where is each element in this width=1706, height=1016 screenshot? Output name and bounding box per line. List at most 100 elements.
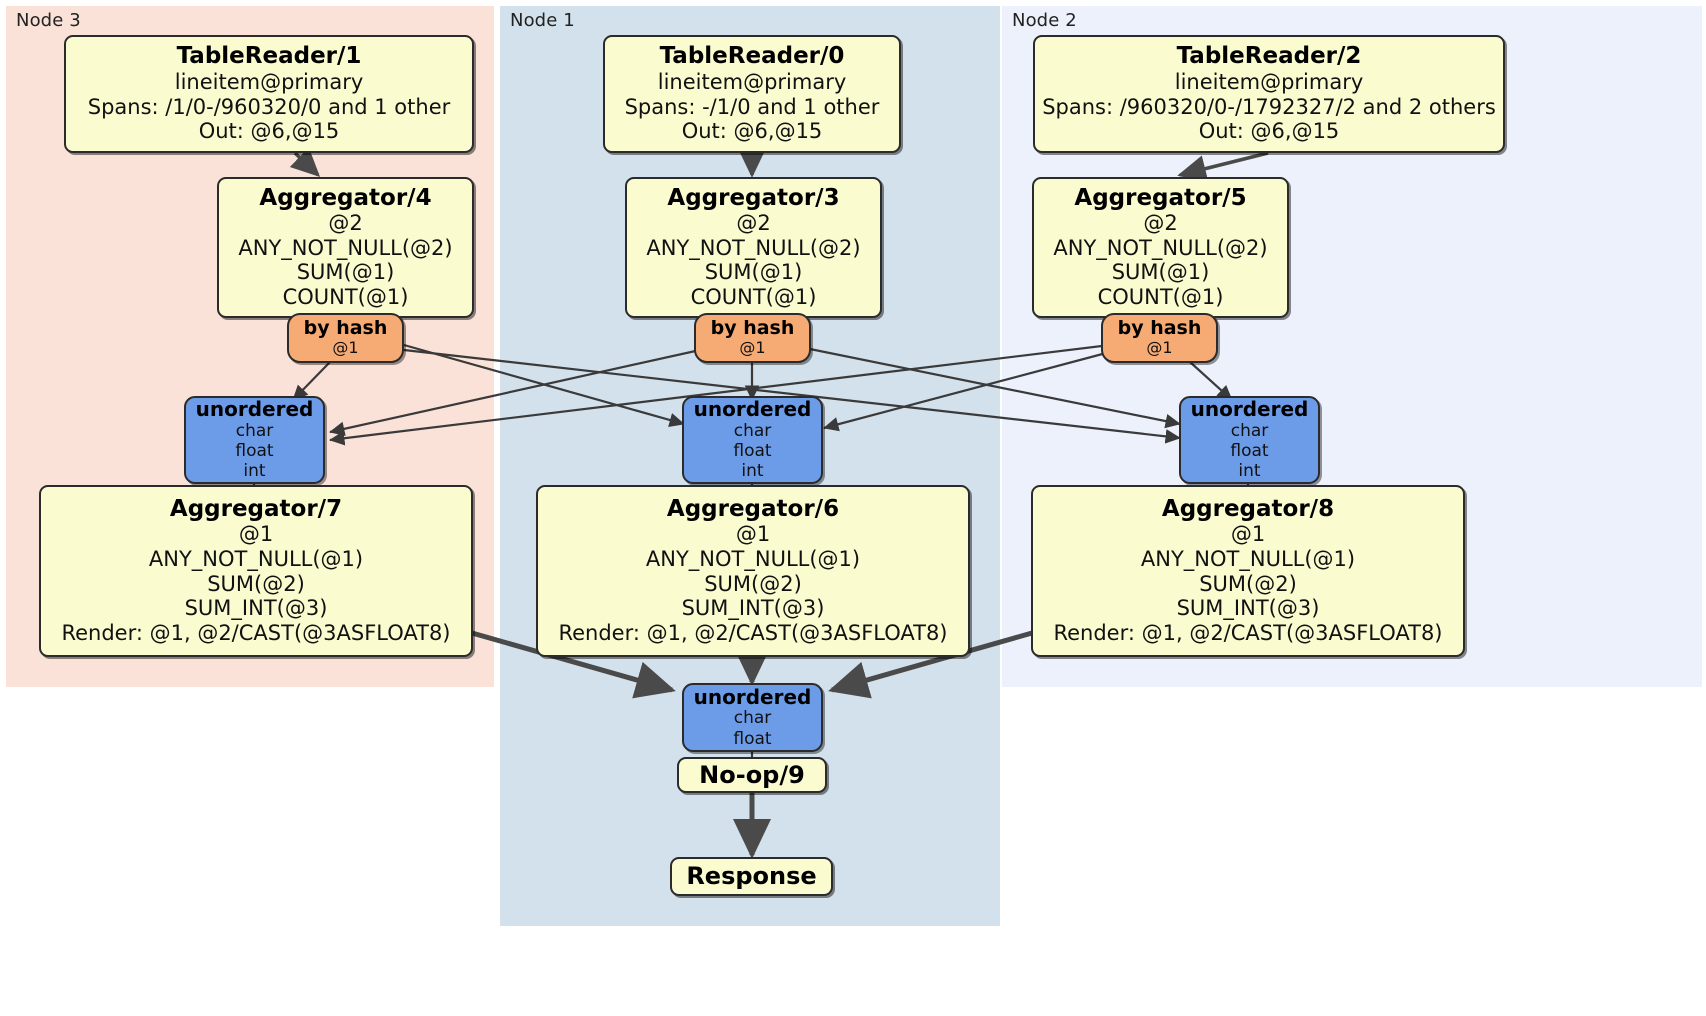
edge-hash-right-to-sync-left: [329, 343, 1111, 446]
table-reader-1-title: TableReader/1: [176, 43, 362, 70]
table-reader-0-table: lineitem@primary: [657, 70, 847, 95]
edge-hash-left-to-sync-right: [403, 348, 1181, 444]
no-op-9[interactable]: No-op/9: [677, 757, 827, 793]
router-by-hash-right[interactable]: by hash @1: [1101, 313, 1218, 363]
synchronizer-unordered-right-type-2: float: [1230, 441, 1269, 461]
router-by-hash-center-title: by hash: [710, 317, 795, 340]
synchronizer-unordered-center-title: unordered: [693, 397, 812, 422]
router-by-hash-left-column: @1: [332, 338, 359, 358]
table-reader-1-spans: Spans: /1/0-/960320/0 and 1 other: [87, 94, 451, 119]
table-reader-2-title: TableReader/2: [1176, 43, 1362, 70]
synchronizer-unordered-right-title: unordered: [1190, 397, 1309, 422]
table-reader-0[interactable]: TableReader/0 lineitem@primary Spans: -/…: [603, 35, 901, 153]
synchronizer-unordered-left[interactable]: unordered char float int: [184, 396, 325, 484]
synchronizer-unordered-final-type-1: char: [733, 708, 772, 729]
edge-agg8-to-final-sync: [828, 630, 1033, 699]
aggregator-4-func-2: SUM(@1): [296, 260, 395, 285]
table-reader-2-out: Out: @6,@15: [1198, 119, 1340, 144]
region-label-node-3: Node 3: [16, 10, 81, 31]
aggregator-5-func-1: ANY_NOT_NULL(@2): [1053, 235, 1268, 260]
edge-hash-center-to-sync-left: [329, 348, 701, 436]
synchronizer-unordered-final-title: unordered: [693, 684, 812, 709]
aggregator-6-func-2: SUM(@2): [704, 571, 802, 596]
table-reader-2[interactable]: TableReader/2 lineitem@primary Spans: /9…: [1033, 35, 1505, 153]
aggregator-8-func-2: SUM(@2): [1199, 571, 1297, 596]
synchronizer-unordered-center[interactable]: unordered char float int: [682, 396, 823, 484]
aggregator-5[interactable]: Aggregator/5 @2 ANY_NOT_NULL(@2) SUM(@1)…: [1032, 177, 1289, 318]
aggregator-7-title: Aggregator/7: [169, 495, 343, 522]
aggregator-8-func-3: SUM_INT(@3): [1176, 596, 1320, 621]
aggregator-7-render: Render: @1, @2/CAST(@3ASFLOAT8): [61, 620, 451, 645]
edge-hash-right-to-sync-right: [1189, 361, 1233, 401]
synchronizer-unordered-center-type-2: float: [733, 441, 772, 461]
synchronizer-unordered-final[interactable]: unordered char float: [682, 683, 823, 752]
aggregator-6-title: Aggregator/6: [666, 495, 840, 522]
synchronizer-unordered-right-type-1: char: [1230, 420, 1269, 441]
aggregator-6[interactable]: Aggregator/6 @1 ANY_NOT_NULL(@1) SUM(@2)…: [536, 485, 970, 657]
aggregator-4-group: @2: [328, 211, 363, 236]
synchronizer-unordered-final-type-2: float: [733, 728, 772, 749]
router-by-hash-right-column: @1: [1146, 338, 1173, 358]
aggregator-8-func-1: ANY_NOT_NULL(@1): [1140, 547, 1356, 572]
aggregator-7[interactable]: Aggregator/7 @1 ANY_NOT_NULL(@1) SUM(@2)…: [39, 485, 473, 657]
aggregator-3-func-1: ANY_NOT_NULL(@2): [646, 235, 861, 260]
aggregator-5-title: Aggregator/5: [1074, 184, 1247, 211]
edge-tr1-agg4: [289, 147, 321, 177]
no-op-9-title: No-op/9: [699, 760, 805, 789]
response-node[interactable]: Response: [670, 857, 833, 896]
router-by-hash-left-title: by hash: [303, 317, 388, 340]
table-reader-2-spans: Spans: /960320/0-/1792327/2 and 2 others: [1042, 94, 1496, 119]
table-reader-2-table: lineitem@primary: [1174, 70, 1364, 95]
table-reader-1-out: Out: @6,@15: [198, 119, 340, 144]
aggregator-8[interactable]: Aggregator/8 @1 ANY_NOT_NULL(@1) SUM(@2)…: [1031, 485, 1465, 657]
aggregator-5-group: @2: [1143, 211, 1178, 236]
aggregator-4-title: Aggregator/4: [259, 184, 432, 211]
edge-agg7-to-final-sync: [471, 630, 676, 699]
synchronizer-unordered-right-type-3: int: [1238, 461, 1261, 482]
table-reader-0-spans: Spans: -/1/0 and 1 other: [624, 94, 880, 119]
aggregator-5-func-2: SUM(@1): [1111, 260, 1210, 285]
aggregator-4[interactable]: Aggregator/4 @2 ANY_NOT_NULL(@2) SUM(@1)…: [217, 177, 474, 318]
aggregator-3-group: @2: [736, 211, 771, 236]
aggregator-6-group: @1: [735, 522, 771, 547]
table-reader-0-title: TableReader/0: [659, 43, 845, 70]
table-reader-1-table: lineitem@primary: [174, 70, 364, 95]
synchronizer-unordered-left-type-1: char: [235, 420, 274, 441]
synchronizer-unordered-left-type-3: int: [243, 461, 266, 482]
synchronizer-unordered-center-type-3: int: [741, 461, 764, 482]
aggregator-3-func-2: SUM(@1): [704, 260, 803, 285]
aggregator-6-func-3: SUM_INT(@3): [681, 596, 825, 621]
aggregator-8-render: Render: @1, @2/CAST(@3ASFLOAT8): [1053, 620, 1443, 645]
synchronizer-unordered-left-title: unordered: [195, 397, 314, 422]
aggregator-3-title: Aggregator/3: [667, 184, 840, 211]
table-reader-1[interactable]: TableReader/1 lineitem@primary Spans: /1…: [64, 35, 474, 153]
aggregator-4-func-1: ANY_NOT_NULL(@2): [238, 235, 453, 260]
edge-hash-center-to-sync-right: [804, 346, 1181, 429]
aggregator-8-title: Aggregator/8: [1161, 495, 1335, 522]
aggregator-7-group: @1: [238, 522, 274, 547]
region-label-node-1: Node 1: [510, 10, 575, 31]
synchronizer-unordered-center-type-1: char: [733, 420, 772, 441]
aggregator-3[interactable]: Aggregator/3 @2 ANY_NOT_NULL(@2) SUM(@1)…: [625, 177, 882, 318]
edge-tr2-agg5: [1177, 151, 1269, 182]
synchronizer-unordered-left-type-2: float: [235, 441, 274, 461]
aggregator-5-func-3: COUNT(@1): [1097, 284, 1224, 309]
aggregator-7-func-3: SUM_INT(@3): [184, 596, 328, 621]
synchronizer-unordered-right[interactable]: unordered char float int: [1179, 396, 1320, 484]
aggregator-3-func-3: COUNT(@1): [690, 284, 817, 309]
aggregator-7-func-1: ANY_NOT_NULL(@1): [148, 547, 364, 572]
router-by-hash-right-title: by hash: [1117, 317, 1202, 340]
router-by-hash-center[interactable]: by hash @1: [694, 313, 811, 363]
aggregator-6-func-1: ANY_NOT_NULL(@1): [645, 547, 861, 572]
router-by-hash-left[interactable]: by hash @1: [287, 313, 404, 363]
table-reader-0-out: Out: @6,@15: [681, 119, 823, 144]
aggregator-7-func-2: SUM(@2): [207, 571, 305, 596]
aggregator-6-render: Render: @1, @2/CAST(@3ASFLOAT8): [558, 620, 948, 645]
edge-hash-right-to-sync-center: [823, 350, 1111, 432]
aggregator-8-group: @1: [1230, 522, 1266, 547]
response-title: Response: [686, 862, 817, 891]
aggregator-4-func-3: COUNT(@1): [282, 284, 409, 309]
region-label-node-2: Node 2: [1012, 10, 1077, 31]
